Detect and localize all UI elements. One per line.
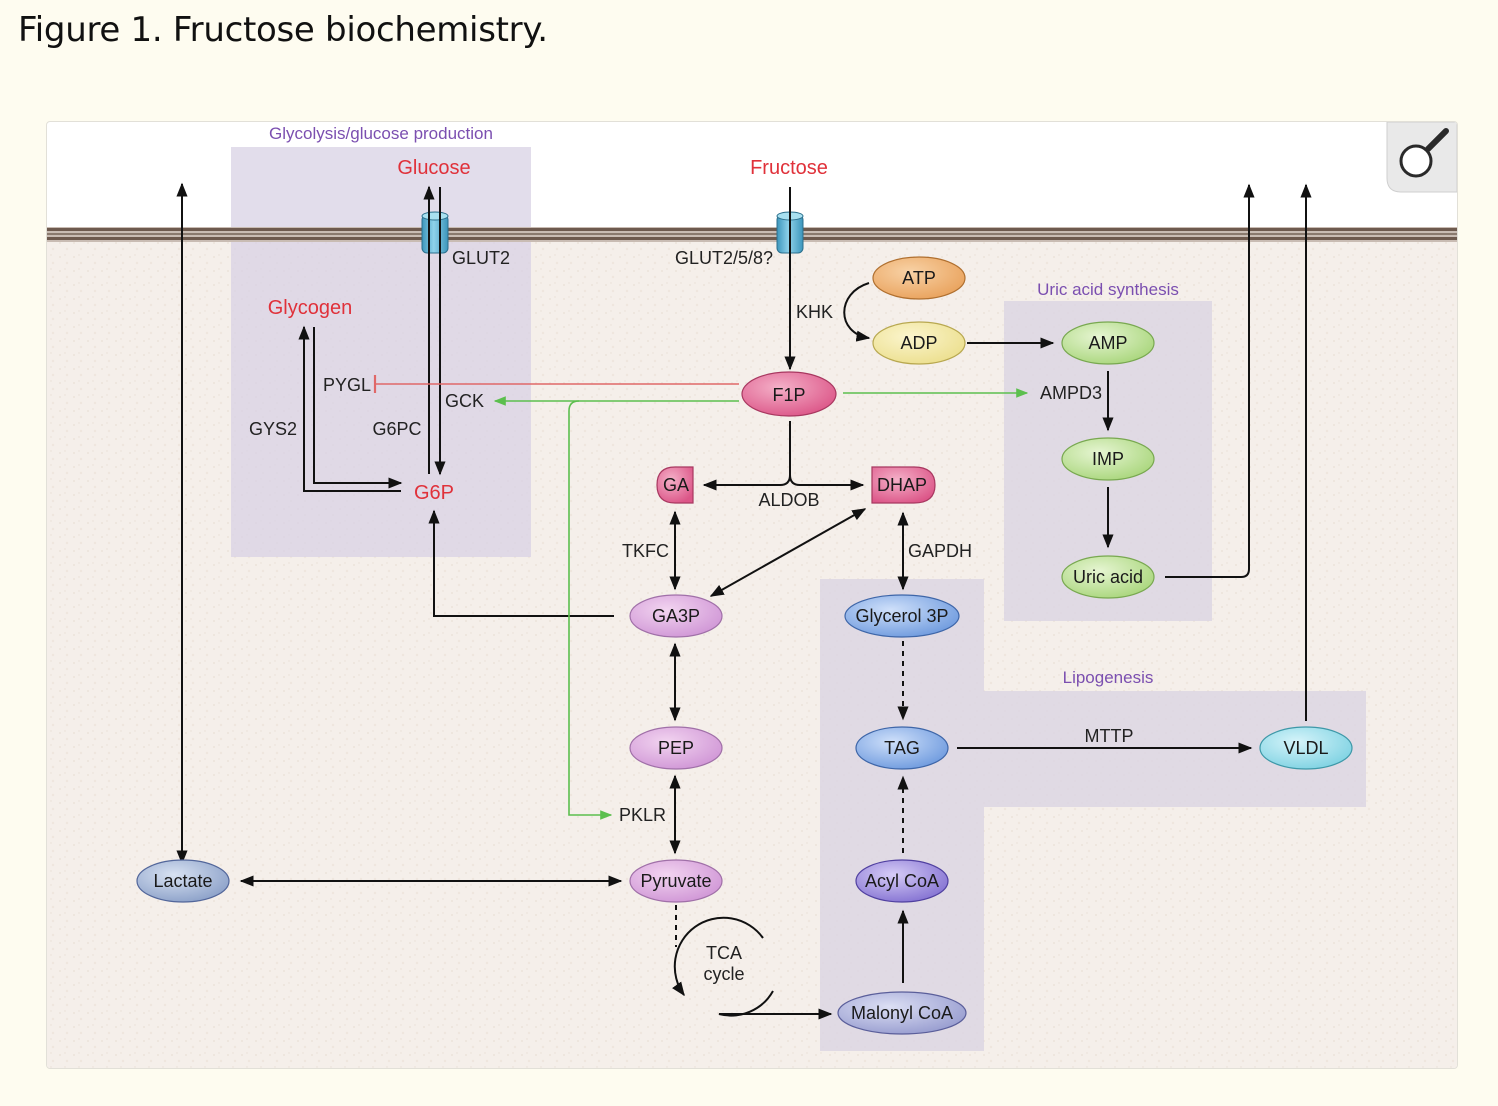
mttp-label: MTTP	[1085, 726, 1134, 746]
pyruvate-label: Pyruvate	[640, 871, 711, 891]
fructose-label: Fructose	[750, 157, 828, 179]
ga3p-label: GA3P	[652, 606, 700, 626]
vldl-label: VLDL	[1283, 738, 1328, 758]
dhap-label: DHAP	[877, 475, 927, 495]
ga-label: GA	[663, 475, 689, 495]
figure-title: Figure 1. Fructose biochemistry.	[18, 10, 548, 50]
atp-label: ATP	[902, 268, 936, 288]
ga-node: GA	[656, 466, 694, 504]
glycogen-label: Glycogen	[268, 297, 353, 319]
glycerol3p-node: Glycerol 3P	[844, 594, 960, 638]
malonyl-coa-node: Malonyl CoA	[837, 991, 967, 1035]
glucose-label: Glucose	[397, 157, 470, 179]
uric-acid-label: Uric acid	[1073, 567, 1143, 587]
tca-to-malonyl-arrow	[718, 990, 833, 1020]
pep-node: PEP	[629, 726, 723, 770]
g6p-label: G6P	[414, 482, 454, 504]
khk-label: KHK	[796, 302, 833, 322]
uric-acid-node: Uric acid	[1061, 555, 1155, 599]
uric-acid-export-arrow	[1165, 183, 1255, 578]
ga3p-g6p-arrow	[428, 509, 614, 617]
glycolysis-section-label: Glycolysis/glucose production	[269, 124, 493, 143]
pklr-label: PKLR	[619, 805, 666, 825]
gys2-label: GYS2	[249, 419, 297, 439]
tca-label: TCA	[706, 943, 742, 963]
magnifier-icon	[1399, 128, 1449, 178]
tca-cycle-circle	[672, 916, 764, 997]
amp-node: AMP	[1061, 321, 1155, 365]
amp-label: AMP	[1088, 333, 1127, 353]
dhap-ga3p-arrow	[709, 508, 867, 597]
f1p-regulation	[373, 375, 1029, 820]
malonyl-coa-label: Malonyl CoA	[851, 1003, 953, 1023]
pygl-label: PYGL	[323, 375, 371, 395]
lactate-label: Lactate	[153, 871, 212, 891]
pep-label: PEP	[658, 738, 694, 758]
lipogenesis-section-label: Lipogenesis	[1063, 668, 1154, 687]
gapdh-label: GAPDH	[908, 541, 972, 561]
zoom-button[interactable]	[1386, 122, 1457, 193]
glut2-label: GLUT2	[452, 248, 510, 268]
adp-label: ADP	[900, 333, 937, 353]
pyruvate-node: Pyruvate	[629, 859, 723, 903]
tkfc-label: TKFC	[622, 541, 669, 561]
vldl-node: VLDL	[1259, 726, 1353, 770]
figure-panel: Glycolysis/glucose production Uric acid …	[46, 121, 1458, 1069]
uric-acid-section-label: Uric acid synthesis	[1037, 280, 1179, 299]
glycolysis-region	[231, 147, 531, 557]
aldob-label: ALDOB	[758, 490, 819, 510]
glut2-transporter	[421, 211, 449, 254]
fructose-pathway-diagram: Glycolysis/glucose production Uric acid …	[47, 122, 1457, 1068]
ga3p-node: GA3P	[629, 594, 723, 638]
khk-atp-adp-arrow	[843, 282, 871, 342]
imp-node: IMP	[1061, 437, 1155, 481]
dhap-node: DHAP	[871, 466, 936, 504]
adp-node: ADP	[872, 321, 966, 365]
lipogenesis-region	[820, 579, 1366, 1051]
gck-label: GCK	[445, 391, 484, 411]
aldob-dhap-arrow	[789, 474, 865, 491]
ampd3-label: AMPD3	[1040, 383, 1102, 403]
acyl-coa-node: Acyl CoA	[855, 859, 949, 903]
g6pc-arrow	[313, 327, 403, 489]
pklr-activation-arrow	[568, 400, 613, 820]
f1p-label: F1P	[772, 385, 805, 405]
imp-label: IMP	[1092, 449, 1124, 469]
tca-cycle-label: cycle	[703, 964, 744, 984]
gys2-arrow	[298, 325, 401, 492]
atp-node: ATP	[872, 256, 966, 300]
tag-node: TAG	[855, 726, 949, 770]
glycerol3p-label: Glycerol 3P	[855, 606, 948, 626]
cell-membrane	[47, 227, 1457, 242]
f1p-node: F1P	[741, 371, 837, 417]
tag-label: TAG	[884, 738, 920, 758]
glut258-label: GLUT2/5/8?	[675, 248, 773, 268]
lactate-node: Lactate	[136, 859, 230, 903]
acyl-coa-label: Acyl CoA	[865, 871, 939, 891]
g6pc-label: G6PC	[372, 419, 421, 439]
